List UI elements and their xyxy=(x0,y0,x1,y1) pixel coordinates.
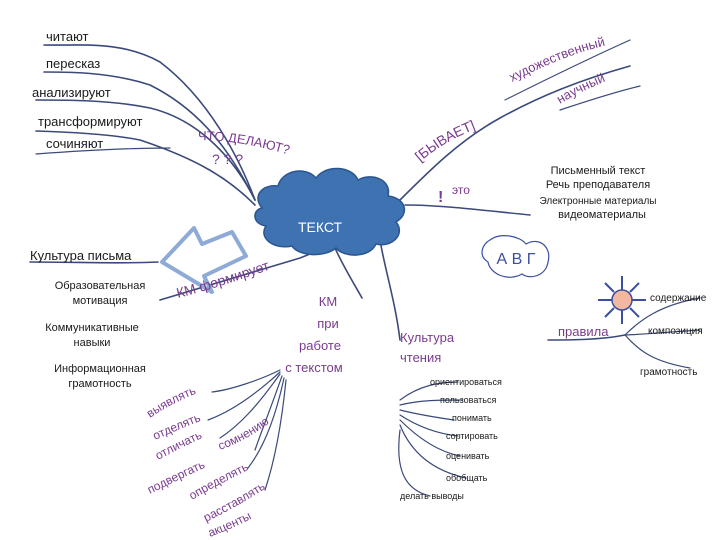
type-electronic: Электронные материалы xyxy=(540,196,657,207)
cw-item-5: Информационная xyxy=(54,363,146,375)
verb-transformiruyut: трансформируют xyxy=(38,114,142,129)
culture-writing-title: Культура письма xyxy=(30,248,132,263)
eto-mark: ! xyxy=(438,189,443,206)
cw-item-6: грамотность xyxy=(68,378,131,390)
cw-item-3: Коммуникативные xyxy=(45,322,139,334)
reading-item-4: сортировать xyxy=(446,431,498,441)
sketch-text: А В Г xyxy=(497,251,536,268)
cw-item-2: мотивация xyxy=(73,295,128,307)
eto-word: это xyxy=(452,183,470,197)
verb-sochinyayut: сочиняют xyxy=(46,136,103,151)
hand-sketch: А В Г xyxy=(481,235,550,278)
verb-somneniyu: сомнению xyxy=(216,414,271,453)
km-work-4: с текстом xyxy=(285,360,343,375)
cw-item-4: навыки xyxy=(74,337,111,349)
center-label: ТЕКСТ xyxy=(298,219,343,235)
sun-icon xyxy=(598,276,646,324)
branch-lines xyxy=(29,39,701,497)
reading-item-6: обобщать xyxy=(446,473,488,483)
verb-analiziruyut: анализируют xyxy=(32,85,111,100)
central-cloud[interactable]: ТЕКСТ xyxy=(254,167,406,256)
cw-item-1: Образовательная xyxy=(55,280,146,292)
left-arrow-shape xyxy=(160,226,248,294)
rule-gramotnost: грамотность xyxy=(640,367,697,378)
reading-item-7: делать выводы xyxy=(400,491,464,501)
rule-soderzhanie: содержание xyxy=(650,293,707,304)
km-work-2: при xyxy=(317,316,339,331)
reading-item-2: пользоваться xyxy=(440,395,496,405)
reading-item-3: понимать xyxy=(452,413,492,423)
reading-item-1: ориентироваться xyxy=(430,377,502,387)
verb-chitayut: читают xyxy=(46,29,89,44)
culture-reading-line1: Культура xyxy=(400,330,455,345)
verb-pereskaz: пересказ xyxy=(46,56,100,71)
rule-kompoziciya: композиция xyxy=(648,326,703,337)
type-speech: Речь преподавателя xyxy=(546,179,650,191)
rules-label: правила xyxy=(558,324,609,339)
culture-reading-line2: чтения xyxy=(400,350,441,365)
type-video: видеоматериалы xyxy=(558,209,646,221)
question-line2: ? ? ? xyxy=(212,151,243,167)
km-work-1: КМ xyxy=(319,294,337,309)
reading-item-5: оценивать xyxy=(446,451,490,461)
km-work-3: работе xyxy=(299,338,341,353)
type-written: Письменный текст xyxy=(551,165,646,177)
